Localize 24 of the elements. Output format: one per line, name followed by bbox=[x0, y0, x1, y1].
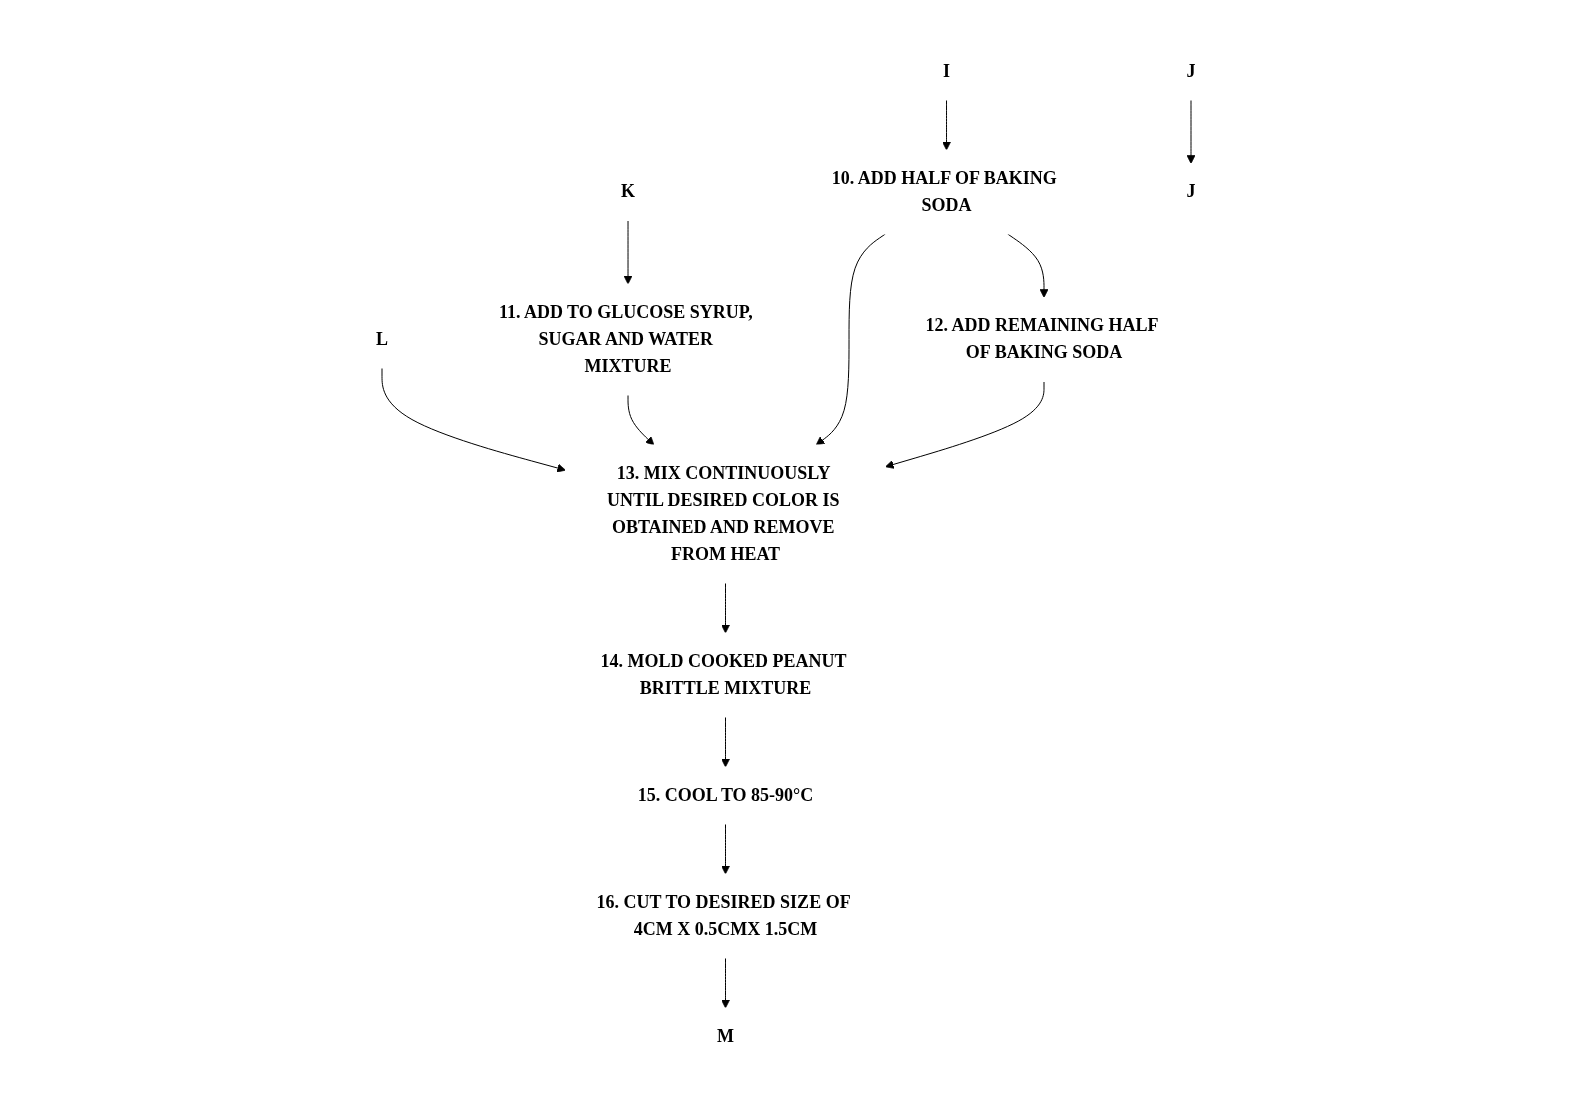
node-text: J bbox=[1186, 181, 1196, 202]
node-text: 10. ADD HALF OF BAKING SODA bbox=[831, 168, 1058, 215]
arrow bbox=[1186, 99, 1196, 164]
node-text: M bbox=[717, 1025, 735, 1046]
arrow bbox=[381, 367, 567, 473]
arrow bbox=[721, 957, 731, 1009]
arrow bbox=[885, 381, 1045, 469]
arrow bbox=[721, 716, 731, 768]
arrow bbox=[721, 823, 731, 875]
node-text: 11. ADD TO GLUCOSE SYRUP, SUGAR AND WATER MIXTURE bbox=[499, 302, 753, 376]
node-text: 16. CUT TO DESIRED SIZE OF 4CM X 0.5CMX 1.5CM bbox=[596, 891, 851, 939]
arrow bbox=[721, 582, 731, 634]
arrow bbox=[623, 220, 633, 285]
arrow bbox=[627, 394, 655, 446]
node-text: J bbox=[1186, 61, 1196, 81]
node-text: 12. ADD REMAINING HALF OF BAKING SODA bbox=[925, 315, 1159, 363]
node-text: I bbox=[943, 61, 951, 81]
node-text: 15. COOL TO 85-90°C bbox=[637, 784, 814, 805]
node-text: K bbox=[621, 181, 636, 202]
node-text: 14. MOLD COOKED PEANUT BRITTLE MIXTURE bbox=[600, 650, 847, 698]
arrow bbox=[1007, 233, 1049, 298]
node-text: 13. MIX CONTINUOUSLY UNTIL DESIRED COLOR IS OBTAINED AND REMOVE FROM HEAT bbox=[607, 462, 840, 564]
arrow bbox=[942, 99, 952, 151]
node-text: L bbox=[376, 329, 389, 349]
